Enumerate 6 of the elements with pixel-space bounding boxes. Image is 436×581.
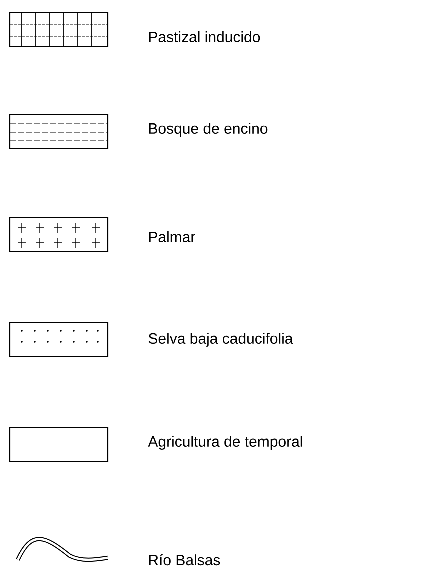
legend-text: Agricultura de temporal: [148, 436, 302, 450]
legend-text: Bosque de encino: [149, 123, 268, 137]
legend-text: Selva baja caducifolia: [148, 333, 294, 347]
legend-text: Pastizal inducido: [149, 32, 260, 42]
legend-text: Río Balsas: [149, 554, 220, 566]
legend-text: Palmar: [149, 232, 196, 242]
